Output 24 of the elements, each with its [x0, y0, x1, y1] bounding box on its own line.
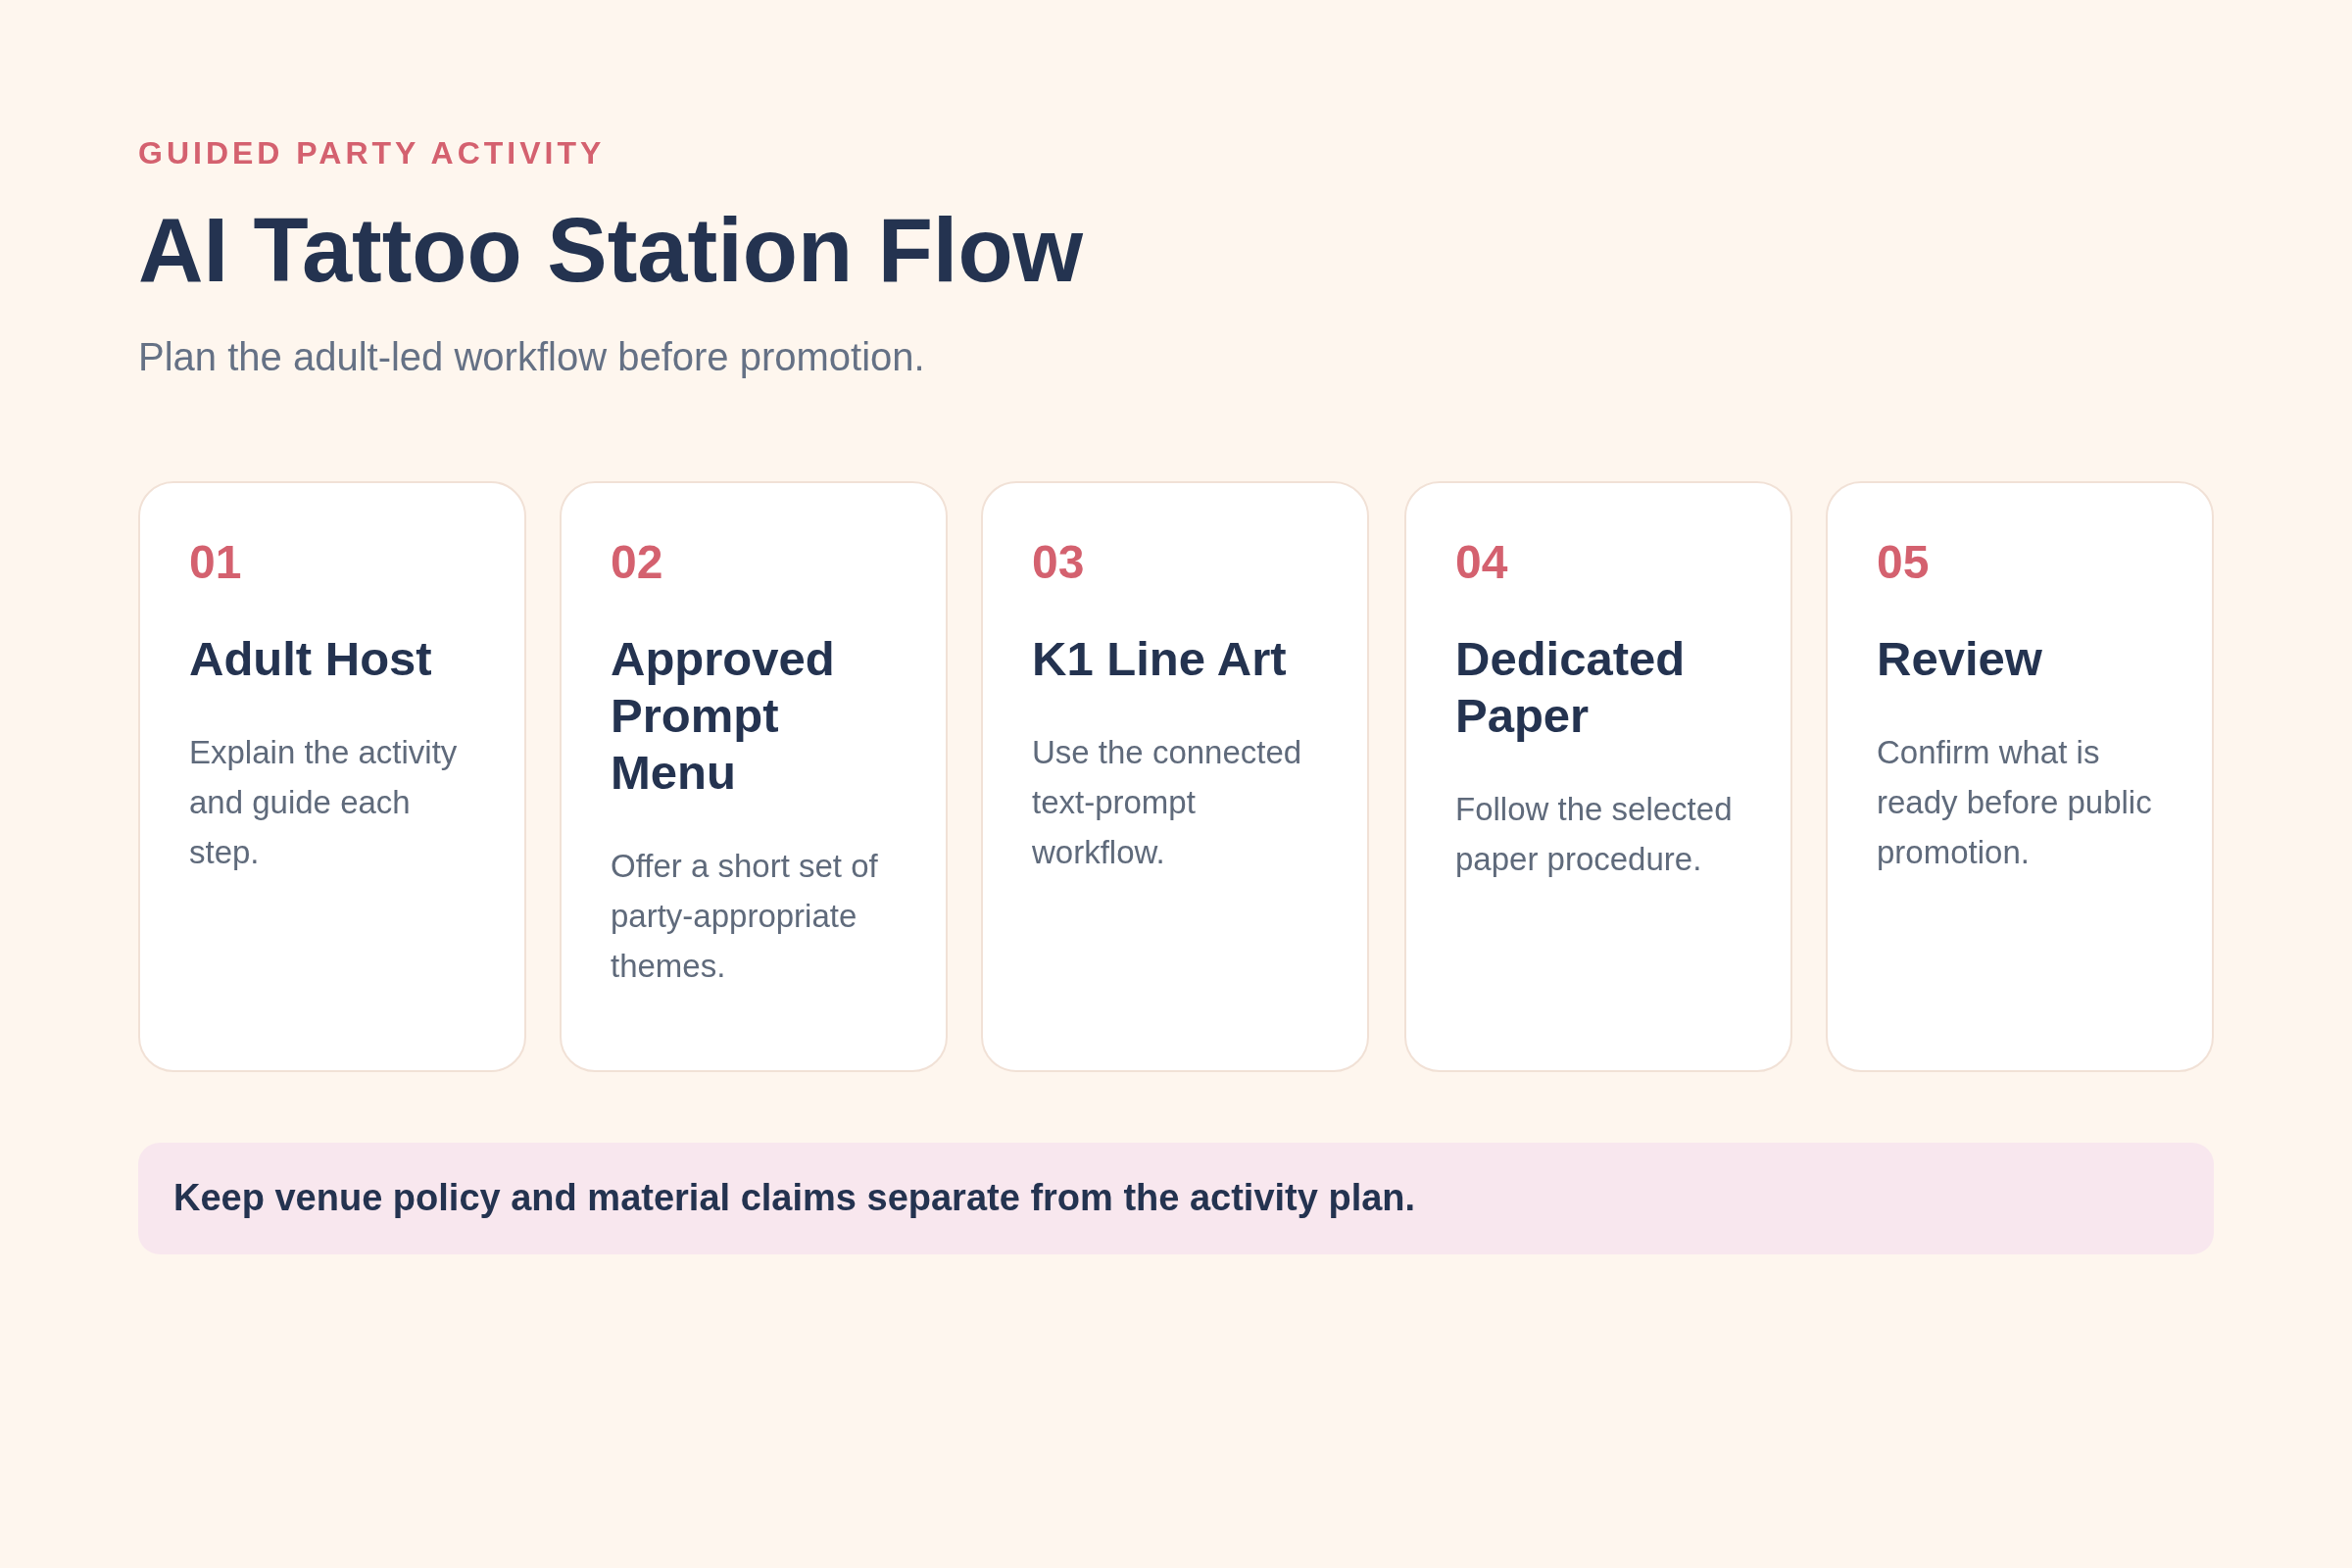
step-number: 02 [611, 535, 664, 590]
eyebrow-label: GUIDED PARTY ACTIVITY [138, 137, 606, 169]
subtitle: Plan the adult-led workflow before promotion. [138, 334, 925, 380]
step-description: Explain the activity and guide each step. [189, 733, 459, 872]
step-card [1404, 481, 1792, 1072]
step-card [138, 481, 526, 1072]
step-description: Follow the selected paper procedure. [1455, 790, 1734, 879]
step-heading: K1 Line Art [1032, 631, 1288, 687]
step-heading: Approved Prompt Menu [611, 631, 836, 801]
step-heading: Review [1877, 631, 2043, 687]
step-description: Offer a short set of party-appropriate themes. [611, 847, 879, 986]
note-text: Keep venue policy and material claims separate from the activity plan. [173, 1176, 1416, 1221]
step-number: 05 [1877, 535, 1931, 590]
step-description: Use the connected text-prompt workflow. [1032, 733, 1303, 872]
step-number: 03 [1032, 535, 1086, 590]
step-heading: Adult Host [189, 631, 433, 687]
step-description: Confirm what is ready before public promotion. [1877, 733, 2153, 872]
step-card [560, 481, 948, 1072]
step-number: 04 [1455, 535, 1509, 590]
step-number: 01 [189, 535, 243, 590]
step-heading: Dedicated Paper [1455, 631, 1687, 744]
page-title: AI Tattoo Station Flow [138, 201, 1084, 301]
step-card [1826, 481, 2214, 1072]
step-card [981, 481, 1369, 1072]
